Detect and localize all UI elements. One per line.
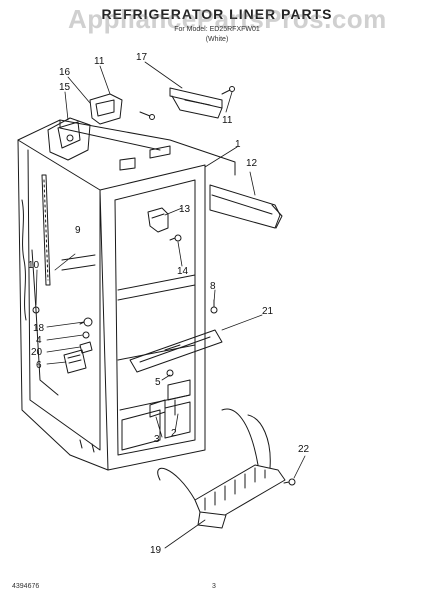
callout-19: 19 bbox=[150, 545, 162, 556]
callout-9: 9 bbox=[75, 225, 81, 236]
callout-2: 2 bbox=[171, 428, 177, 439]
screw-11-top bbox=[139, 111, 155, 120]
top-bracket bbox=[169, 87, 223, 119]
callout-20: 20 bbox=[31, 347, 43, 358]
bracket-2 bbox=[167, 379, 191, 416]
part-4 bbox=[82, 331, 90, 339]
callout-labels: 1 2 3 4 5 6 8 9 10 11 11 12 13 14 15 16 … bbox=[28, 52, 310, 556]
shelf-support-21 bbox=[129, 329, 223, 373]
callout-18: 18 bbox=[33, 323, 45, 334]
screw-14 bbox=[169, 234, 182, 242]
callout-14: 14 bbox=[177, 266, 189, 277]
callout-5: 5 bbox=[155, 377, 161, 388]
callout-11-top: 11 bbox=[94, 56, 105, 67]
part-6 bbox=[63, 349, 87, 374]
callout-3: 3 bbox=[154, 434, 160, 445]
document-number: 4394676 bbox=[12, 583, 40, 590]
callout-12: 12 bbox=[246, 158, 258, 169]
callout-10: 10 bbox=[28, 260, 40, 271]
clip-5 bbox=[166, 369, 174, 377]
page-number: 3 bbox=[212, 583, 216, 590]
callout-8: 8 bbox=[210, 281, 216, 292]
heater-19 bbox=[157, 408, 286, 529]
leader-lines bbox=[35, 61, 306, 549]
callout-6: 6 bbox=[36, 360, 42, 371]
color-subtitle: (White) bbox=[205, 36, 229, 43]
callout-1: 1 bbox=[235, 139, 241, 150]
callout-17: 17 bbox=[136, 52, 148, 63]
top-left-control-housing bbox=[47, 93, 123, 161]
callout-13: 13 bbox=[179, 204, 191, 215]
bracket-13 bbox=[147, 207, 169, 233]
callout-16: 16 bbox=[59, 67, 71, 78]
callout-11-right: 11 bbox=[222, 115, 233, 126]
screw-11-right bbox=[221, 86, 235, 95]
callout-15: 15 bbox=[59, 82, 71, 93]
trim-strip bbox=[209, 184, 283, 229]
screw-22 bbox=[283, 478, 296, 486]
bracket-3 bbox=[149, 399, 166, 418]
callout-22: 22 bbox=[298, 444, 310, 455]
liner-cabinet bbox=[17, 119, 236, 471]
callout-4: 4 bbox=[36, 335, 42, 346]
callout-21: 21 bbox=[262, 306, 274, 317]
page-title: REFRIGERATOR LINER PARTS bbox=[101, 6, 333, 22]
model-subtitle: For Model: ED25RFXFW01 bbox=[174, 26, 260, 33]
